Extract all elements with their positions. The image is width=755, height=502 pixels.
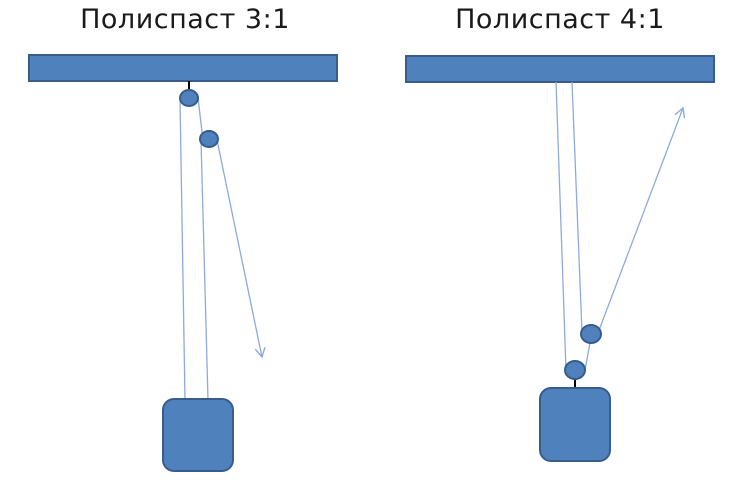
rope-right-2 [571, 81, 583, 334]
load-weight-right [539, 387, 611, 462]
rope-left-1 [179, 97, 186, 401]
rope-left-3 [200, 139, 209, 401]
ceiling-beam-right [405, 55, 715, 83]
load-weight-left [162, 398, 234, 472]
rope-left-pull-arrow [216, 139, 266, 359]
movable-pulley-left [199, 130, 219, 148]
movable-pulley-right-upper [580, 324, 602, 344]
pulley-4-1-diagram [405, 55, 715, 462]
pulley-4-1-title: Полиспаст 4:1 [455, 4, 665, 35]
rope-right-pull-arrow [597, 106, 686, 334]
fixed-pulley-left [179, 89, 199, 107]
ceiling-beam-left [28, 54, 338, 82]
rope-right-3 [584, 342, 591, 371]
pulley-3-1-diagram [28, 54, 338, 472]
rope-right-1 [555, 81, 567, 371]
movable-pulley-right-lower [564, 360, 586, 380]
pulley-3-1-title: Полиспаст 3:1 [80, 4, 290, 35]
